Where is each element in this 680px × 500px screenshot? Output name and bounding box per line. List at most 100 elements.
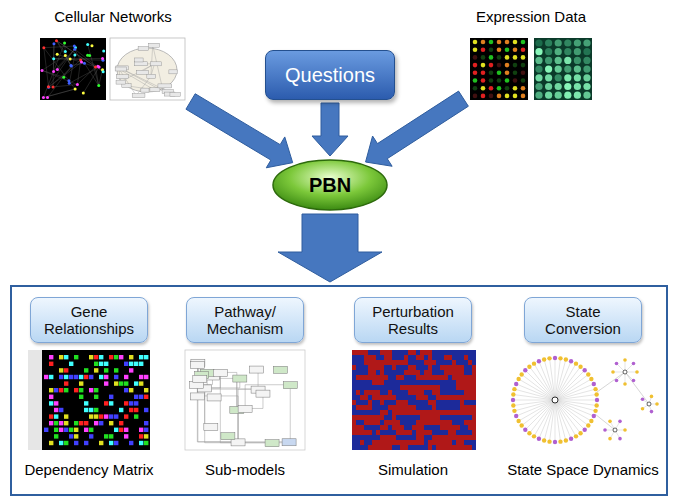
category-box: Pathway/ Mechanism bbox=[186, 297, 304, 343]
simulation-cell bbox=[380, 415, 384, 420]
simulation-cell bbox=[384, 395, 388, 400]
state-dot bbox=[553, 356, 557, 360]
matrix-cell bbox=[59, 355, 63, 359]
simulation-cell bbox=[440, 405, 444, 410]
simulation-cell bbox=[392, 435, 396, 440]
matrix-cell bbox=[139, 434, 143, 438]
simulation-cell bbox=[388, 350, 392, 355]
state-dot bbox=[618, 420, 622, 424]
simulation-cell bbox=[412, 385, 416, 390]
simulation-cell bbox=[412, 355, 416, 360]
matrix-cell bbox=[74, 355, 78, 359]
image-ground bbox=[534, 38, 592, 100]
image-ground bbox=[185, 350, 305, 450]
state-dot bbox=[655, 402, 659, 406]
simulation-cell bbox=[472, 365, 476, 370]
matrix-cell bbox=[69, 428, 73, 432]
array-spot bbox=[555, 83, 562, 90]
matrix-image bbox=[28, 350, 150, 450]
submodel-box bbox=[207, 394, 221, 401]
simulation-cell bbox=[472, 420, 476, 425]
state-link bbox=[555, 400, 560, 442]
simulation-cell bbox=[424, 430, 428, 435]
state-dot bbox=[564, 438, 568, 442]
matrix-cell bbox=[139, 441, 143, 445]
matrix-cell bbox=[144, 375, 148, 379]
array-spot bbox=[481, 71, 486, 76]
state-dot bbox=[613, 428, 617, 432]
simulation-cell bbox=[400, 355, 404, 360]
node-text: Questions bbox=[274, 64, 386, 87]
simulation-cell bbox=[432, 400, 436, 405]
simulation-cell bbox=[372, 355, 376, 360]
simulation-cell bbox=[460, 355, 464, 360]
array-spot bbox=[481, 86, 486, 91]
state-dot bbox=[574, 361, 578, 365]
network-edge bbox=[75, 49, 103, 72]
state-dot bbox=[532, 434, 536, 438]
simulation-cell bbox=[416, 370, 420, 375]
array-spot bbox=[574, 48, 581, 55]
simulation-cell bbox=[416, 350, 420, 355]
simulation-cell bbox=[368, 365, 372, 370]
matrix-cell bbox=[64, 381, 68, 385]
network-edge bbox=[48, 48, 75, 87]
simulation-cell bbox=[404, 395, 408, 400]
state-dot bbox=[511, 398, 515, 402]
simulation-cell bbox=[428, 445, 432, 450]
matrix-cell bbox=[94, 408, 98, 412]
simulation-cell bbox=[420, 380, 424, 385]
simulation-cell bbox=[392, 445, 396, 450]
network-dot bbox=[86, 43, 89, 46]
state-link bbox=[544, 359, 555, 400]
simulation-cell bbox=[456, 385, 460, 390]
simulation-cell bbox=[464, 380, 468, 385]
submodel-box bbox=[265, 440, 279, 447]
simulation-cell bbox=[428, 430, 432, 435]
simulation-cell bbox=[432, 440, 436, 445]
array-spot bbox=[521, 63, 526, 68]
state-dot bbox=[623, 358, 627, 362]
simulation-cell bbox=[444, 430, 448, 435]
simulation-cell bbox=[352, 360, 356, 365]
simulation-cell bbox=[396, 420, 400, 425]
simulation-cell bbox=[452, 435, 456, 440]
image-ground bbox=[28, 350, 150, 450]
network-dot bbox=[55, 39, 58, 42]
matrix-cell bbox=[99, 441, 103, 445]
simulation-cell bbox=[392, 400, 396, 405]
simulation-cell bbox=[420, 385, 424, 390]
simulation-cell bbox=[388, 355, 392, 360]
simulation-cell bbox=[456, 355, 460, 360]
simulation-cell bbox=[472, 440, 476, 445]
simulation-cell bbox=[416, 415, 420, 420]
network-dot bbox=[56, 68, 59, 71]
simulation-cell bbox=[444, 435, 448, 440]
matrix-cell bbox=[119, 381, 123, 385]
simulation-cell bbox=[364, 440, 368, 445]
state-link bbox=[625, 372, 649, 404]
submodel-box bbox=[193, 375, 207, 382]
network-edge bbox=[77, 60, 80, 85]
simulation-cell bbox=[448, 370, 452, 375]
simulation-cell bbox=[388, 420, 392, 425]
matrix-cell bbox=[49, 401, 53, 405]
simulation-cell bbox=[352, 415, 356, 420]
array-spot bbox=[473, 71, 478, 76]
simulation-cell bbox=[420, 400, 424, 405]
state-dot bbox=[512, 409, 516, 413]
simulation-cell bbox=[408, 390, 412, 395]
pathway-box bbox=[134, 62, 147, 66]
simulation-cell bbox=[376, 410, 380, 415]
array-spot bbox=[497, 47, 502, 52]
simulation-cell bbox=[392, 365, 396, 370]
simulation-cell bbox=[468, 410, 472, 415]
matrix-cell bbox=[74, 375, 78, 379]
array-spot bbox=[545, 57, 552, 64]
simulation-cell bbox=[424, 365, 428, 370]
simulation-cell bbox=[368, 375, 372, 380]
matrix-cell bbox=[134, 395, 138, 399]
matrix-cell bbox=[84, 428, 88, 432]
network-edge bbox=[49, 60, 81, 87]
simulation-cell bbox=[408, 425, 412, 430]
